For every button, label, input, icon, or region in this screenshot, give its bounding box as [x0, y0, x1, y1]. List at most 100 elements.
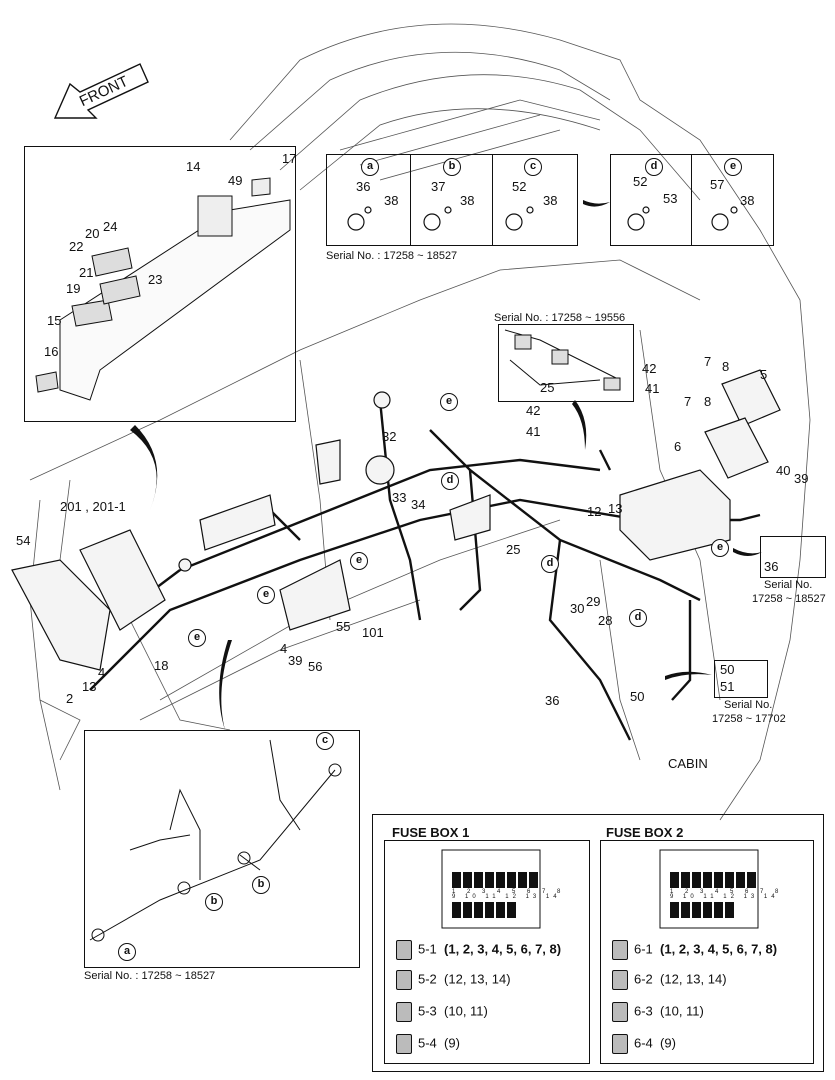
fuse-box-1-title: FUSE BOX 1: [392, 825, 470, 840]
part-39: 39: [794, 471, 809, 486]
fuse-id: 5-2: [418, 971, 437, 987]
callout-d: d: [629, 609, 647, 627]
part-36: 36: [545, 693, 560, 708]
part-101: 101: [362, 625, 384, 640]
part-2: 2: [66, 691, 74, 706]
part-15: 15: [47, 313, 62, 328]
cabin-label: CABIN: [668, 756, 708, 771]
part-4: 4: [98, 665, 106, 680]
part-17: 17: [282, 151, 297, 166]
part-53: 53: [663, 191, 678, 206]
fuse-box-1-bottom-numbers: 9 10 11 12 13 14: [452, 894, 561, 900]
part-12: 12: [587, 504, 602, 519]
part-18: 18: [154, 658, 169, 673]
fuse-row-6-2: 6-2 (12, 13, 14): [612, 970, 727, 990]
part-13: 13: [82, 679, 97, 694]
part-8: 8: [722, 359, 730, 374]
serial-abc: Serial No. : 17258 ~ 18527: [326, 250, 458, 262]
fuse-id: 5-1: [418, 941, 437, 957]
part-36: 36: [764, 559, 779, 574]
part-34: 34: [411, 497, 426, 512]
part-7: 7: [684, 394, 692, 409]
console-inset: [24, 146, 296, 422]
fuse-slots: (9): [444, 1035, 460, 1051]
part-39: 39: [288, 653, 303, 668]
part-20: 20: [85, 226, 100, 241]
part-25: 25: [506, 542, 521, 557]
fuse-slots: (10, 11): [444, 1003, 488, 1019]
part-51: 51: [720, 679, 735, 694]
fuse-box-1: [384, 840, 590, 1064]
fuse-icon: [612, 970, 628, 990]
serial-connector: Serial No. : 17258 ~ 19556: [494, 312, 626, 324]
variant-inset-de: [610, 154, 774, 246]
fuse-box-panel: [372, 814, 824, 1072]
callout-e: e: [257, 586, 275, 604]
part-6: 6: [674, 439, 682, 454]
divider: [410, 154, 411, 246]
part-42: 42: [526, 403, 541, 418]
part-55: 55: [336, 619, 351, 634]
fuse-slots: (1, 2, 3, 4, 5, 6, 7, 8): [444, 941, 562, 957]
fuse-row-6-1: 6-1 (1, 2, 3, 4, 5, 6, 7, 8): [612, 940, 777, 960]
fuse-id: 5-3: [418, 1003, 437, 1019]
part-37: 37: [431, 179, 446, 194]
serial-harness: Serial No. : 17258 ~ 18527: [84, 970, 216, 982]
callout-e: e: [350, 552, 368, 570]
part-50: 50: [720, 662, 735, 677]
fuse-slots: (1, 2, 3, 4, 5, 6, 7, 8): [660, 941, 778, 957]
fuse-id: 6-1: [634, 941, 653, 957]
fuse-id: 6-2: [634, 971, 653, 987]
part-25: 25: [540, 380, 555, 395]
part-38: 38: [740, 193, 755, 208]
callout-a: a: [361, 158, 379, 176]
part-56: 56: [308, 659, 323, 674]
part-201: 201 , 201-1: [60, 499, 126, 514]
fuse-id: 6-4: [634, 1035, 653, 1051]
callout-c: c: [524, 158, 542, 176]
serial-bolt-line1: Serial No.: [724, 699, 773, 711]
variant-inset-abc: [326, 154, 578, 246]
callout-d: d: [645, 158, 663, 176]
part-57: 57: [710, 177, 725, 192]
callout-e: e: [711, 539, 729, 557]
divider: [492, 154, 493, 246]
part-4: 4: [280, 641, 288, 656]
fuse-box-2-title: FUSE BOX 2: [606, 825, 684, 840]
part-28: 28: [598, 613, 613, 628]
part-8: 8: [704, 394, 712, 409]
fuse-row-5-2: 5-2 (12, 13, 14): [396, 970, 511, 990]
fuse-icon: [612, 1002, 628, 1022]
serial-clamp-line2: 17258 ~ 18527: [752, 593, 826, 605]
fuse-slots: (10, 11): [660, 1003, 704, 1019]
part-52: 52: [512, 179, 527, 194]
fuse-row-5-1: 5-1 (1, 2, 3, 4, 5, 6, 7, 8): [396, 940, 561, 960]
harness-inset: [84, 730, 360, 968]
callout-b: b: [252, 876, 270, 894]
part-40: 40: [776, 463, 791, 478]
part-50: 50: [630, 689, 645, 704]
part-14: 14: [186, 159, 201, 174]
part-5: 5: [760, 367, 768, 382]
fuse-id: 5-4: [418, 1035, 437, 1051]
part-7: 7: [704, 354, 712, 369]
callout-a: a: [118, 943, 136, 961]
part-41: 41: [645, 381, 660, 396]
fuse-id: 6-3: [634, 1003, 653, 1019]
callout-d: d: [441, 472, 459, 490]
part-29: 29: [586, 594, 601, 609]
serial-bolt-line2: 17258 ~ 17702: [712, 713, 786, 725]
part-36: 36: [356, 179, 371, 194]
callout-d: d: [541, 555, 559, 573]
part-49: 49: [228, 173, 243, 188]
fuse-icon: [612, 940, 628, 960]
callout-e: e: [724, 158, 742, 176]
fuse-box-2-bottom-numbers: 9 10 11 12 13 14: [670, 894, 779, 900]
callout-c: c: [316, 732, 334, 750]
part-52: 52: [633, 174, 648, 189]
part-54: 54: [16, 533, 31, 548]
serial-clamp-line1: Serial No.: [764, 579, 813, 591]
callout-b: b: [205, 893, 223, 911]
fuse-slots: (9): [660, 1035, 676, 1051]
